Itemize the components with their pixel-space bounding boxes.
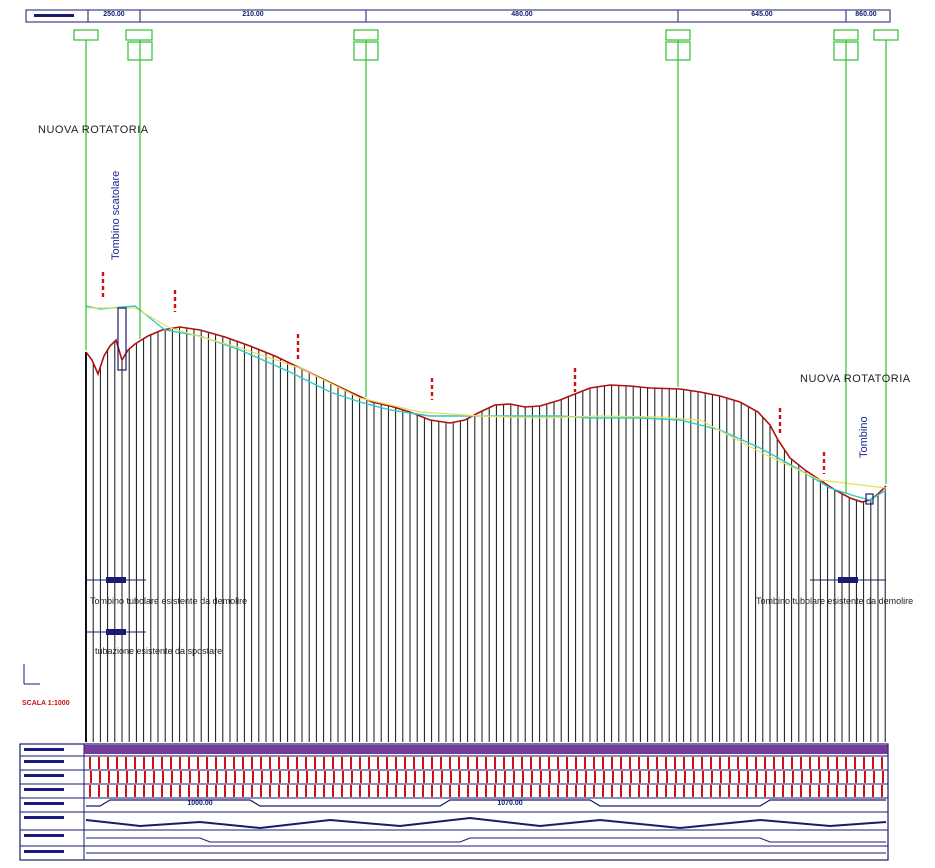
grade-band (86, 837, 886, 843)
note-demolish-right: Tombino tubolare esistente da demolire (756, 596, 914, 606)
band-label: 1000.00 (187, 800, 213, 807)
row-label-mark (24, 850, 64, 853)
section-label: 860.00 (855, 11, 877, 18)
note-relocate-left: tubazione esistente da spostare (95, 646, 223, 656)
superelevation-band (85, 816, 887, 830)
section-box (127, 41, 153, 61)
dimension-tag (838, 577, 858, 583)
row-label-mark (24, 802, 64, 805)
row-label-mark (24, 748, 64, 751)
roundabout-label-right: NUOVA ROTATORIA (800, 373, 911, 385)
row-label-mark (24, 816, 64, 819)
scale-label: SCALA 1:1000 (22, 700, 70, 707)
section-label: 210.00 (242, 11, 264, 18)
culvert-label-left: Tombino scatolare (110, 170, 122, 260)
section-box (873, 29, 899, 41)
note-demolish-left: Tombino tubolare esistente da demolire (90, 596, 248, 606)
row-label-mark (24, 788, 64, 791)
roundabout-label-left: NUOVA ROTATORIA (38, 124, 149, 136)
culvert-box-left (117, 307, 127, 371)
row-label-mark (24, 774, 64, 777)
section-box (125, 29, 153, 41)
dimension-tag (106, 629, 126, 635)
data-band (84, 745, 888, 754)
aux-grade-line (86, 307, 887, 489)
section-box (833, 41, 859, 61)
section-box (353, 29, 379, 41)
band-label: 1070.00 (497, 800, 523, 807)
row-label-mark (24, 760, 64, 763)
row-label-mark (24, 834, 64, 837)
section-box (665, 29, 691, 41)
culvert-label-right: Tombino (858, 416, 870, 458)
section-label: 645.00 (751, 11, 773, 18)
curvature-band (86, 799, 886, 807)
section-box (73, 29, 99, 41)
section-box (665, 41, 691, 61)
section-box (353, 41, 379, 61)
section-box (833, 29, 859, 41)
design-grade-line (85, 305, 887, 501)
terrain-line (85, 326, 887, 503)
section-label: 250.00 (103, 11, 125, 18)
header-mark (34, 14, 74, 17)
header-frame (25, 9, 891, 23)
dimension-tag (106, 577, 126, 583)
section-label: 480.00 (511, 11, 533, 18)
culvert-box-right (865, 493, 874, 505)
